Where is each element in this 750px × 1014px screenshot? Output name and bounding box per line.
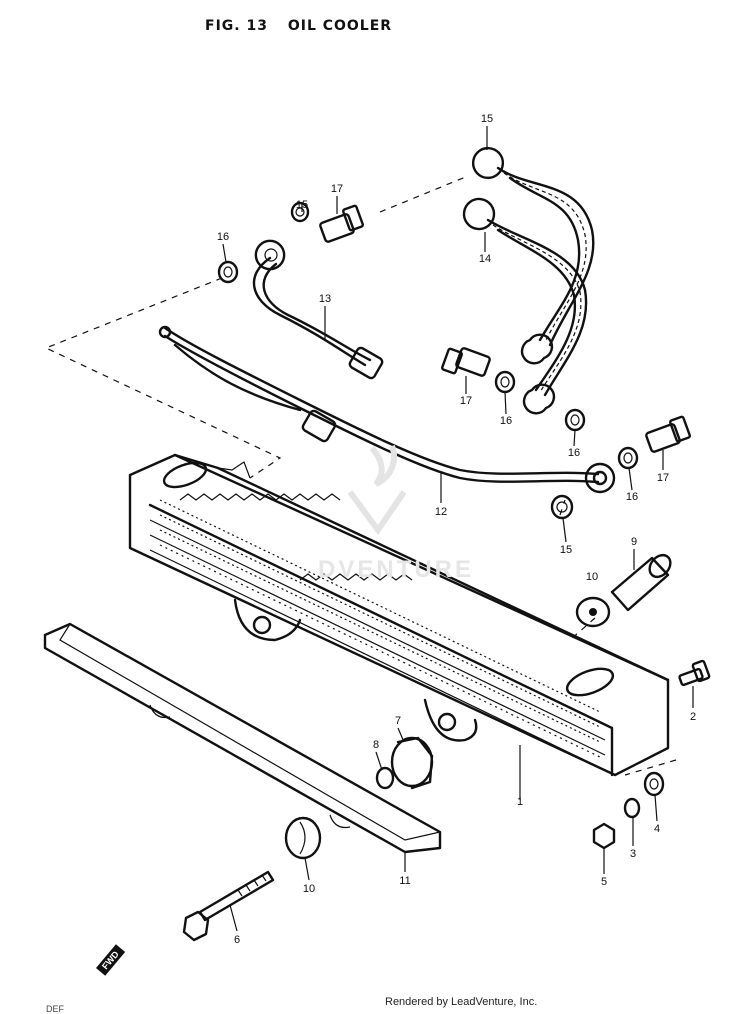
callout-4: 4 <box>654 823 660 835</box>
callout-13: 13 <box>319 293 331 305</box>
hardware-2-3-4-5 <box>592 659 711 850</box>
callout-7: 7 <box>395 715 401 727</box>
figure-name: OIL COOLER <box>287 18 393 34</box>
watermark-text: DVENTURE <box>318 556 475 583</box>
callout-9: 9 <box>631 536 637 548</box>
guide-lines <box>44 175 677 776</box>
callout-12: 12 <box>435 506 447 518</box>
spacer-9-washer-10 <box>575 553 672 628</box>
callout-16c: 16 <box>568 447 580 459</box>
callout-1: 1 <box>517 796 523 808</box>
callout-8: 8 <box>373 739 379 751</box>
callout-14: 14 <box>479 253 491 265</box>
callout-15a: 15 <box>481 113 493 125</box>
oil-hose-14-15 <box>462 147 595 415</box>
grommet-10-lower <box>284 816 322 860</box>
union-bolts-17 <box>319 204 691 453</box>
sealing-washers-16 <box>217 201 639 520</box>
cover-plate-11 <box>43 622 442 854</box>
oil-pipe-13 <box>173 239 384 443</box>
damper-7-collar-8 <box>375 736 434 790</box>
callout-15c: 15 <box>560 544 572 556</box>
callout-16d: 16 <box>626 491 638 503</box>
watermark-logo <box>347 444 407 536</box>
rendered-by-credit: Rendered by LeadVenture, Inc. <box>385 996 538 1008</box>
callout-10b: 10 <box>303 883 315 895</box>
long-bolt-6 <box>182 870 275 942</box>
callout-leaders <box>222 126 694 932</box>
callout-17b: 17 <box>460 395 472 407</box>
callout-17c: 17 <box>657 472 669 484</box>
callout-labels: 1 2 3 4 5 6 7 8 9 10 10 11 12 13 14 15 1… <box>217 113 696 946</box>
oil-pipe-12 <box>158 325 616 494</box>
callout-11: 11 <box>399 875 410 887</box>
corner-code: DEF <box>46 1004 64 1014</box>
callout-17a: 17 <box>331 183 343 195</box>
callout-5: 5 <box>601 876 607 888</box>
figure-title: FIG. 13 OIL COOLER <box>205 18 406 34</box>
callout-10a: 10 <box>586 571 598 583</box>
oil-cooler-core <box>128 453 670 800</box>
callout-6: 6 <box>234 934 240 946</box>
callout-16b: 16 <box>500 415 512 427</box>
callout-3: 3 <box>630 848 636 860</box>
figure-number: FIG. 13 <box>205 18 268 34</box>
callout-16a: 16 <box>217 231 229 243</box>
callout-2: 2 <box>690 711 696 723</box>
